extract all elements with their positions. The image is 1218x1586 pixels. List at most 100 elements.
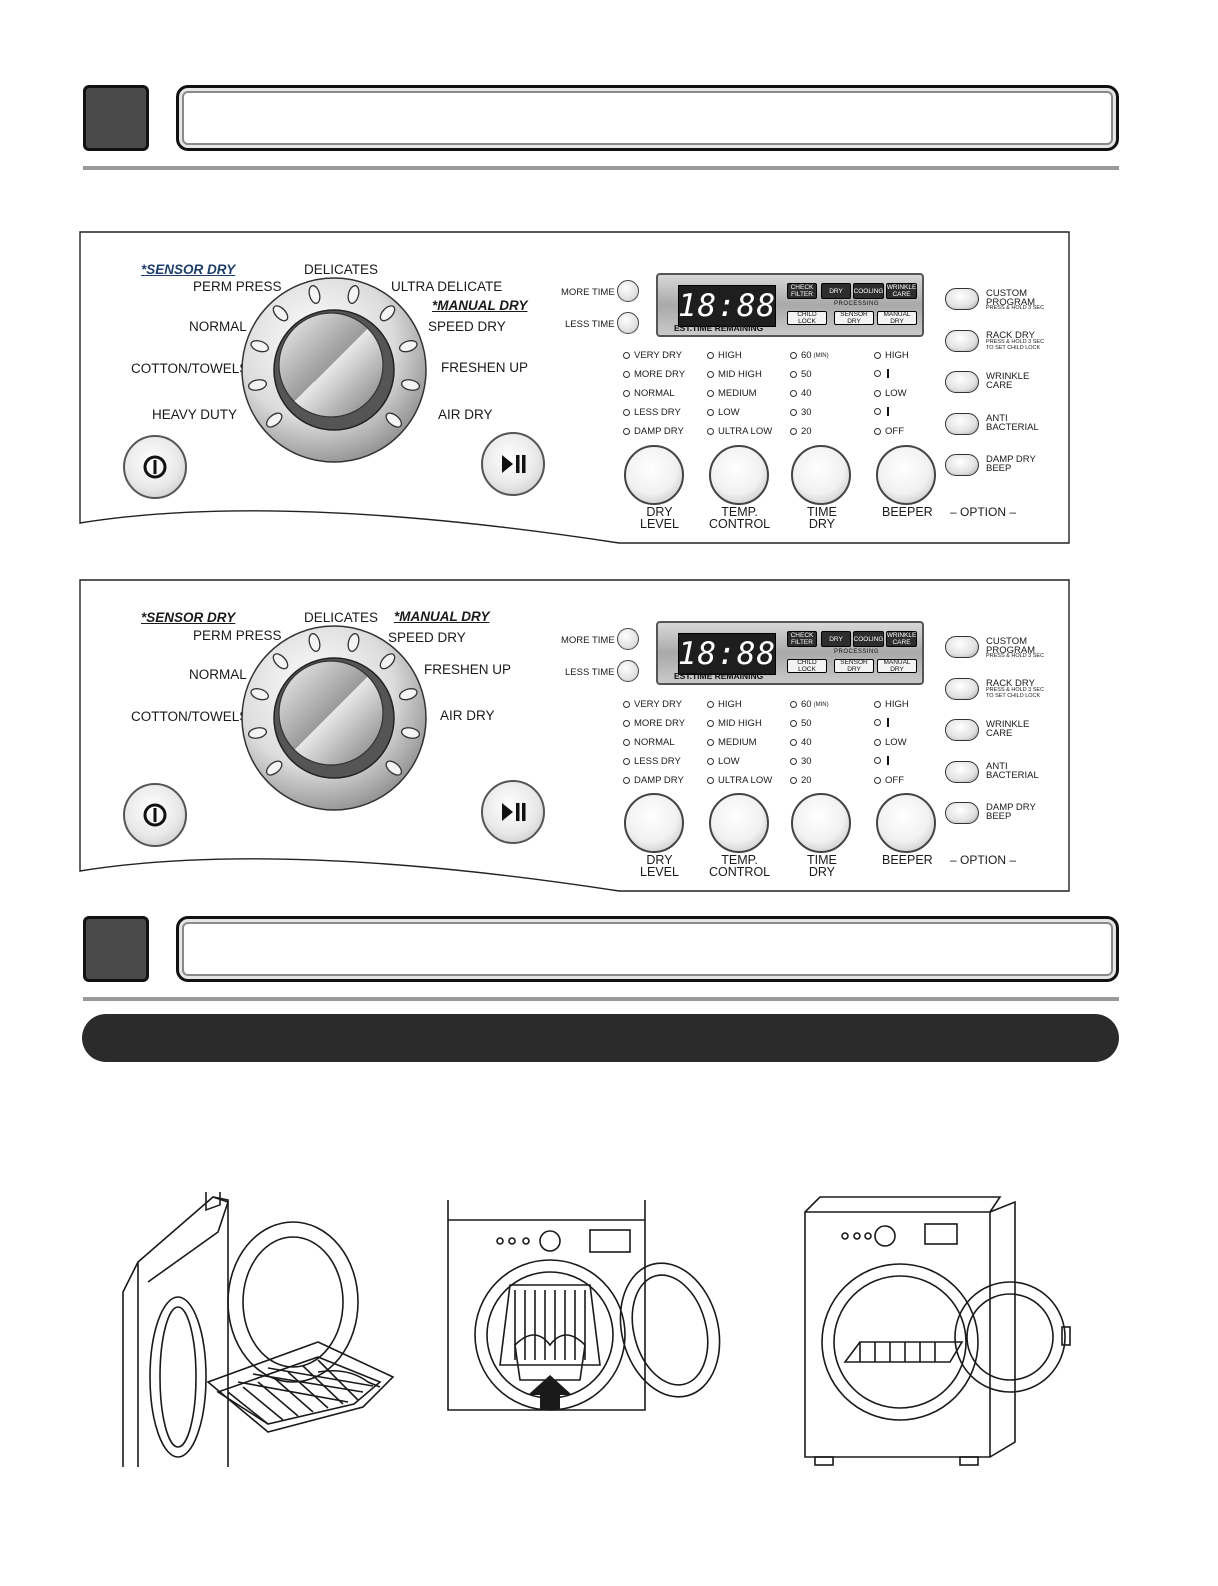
dry-level-indicator: VERY DRY xyxy=(623,350,682,361)
indicator-led xyxy=(707,390,714,397)
cycle-selector-dial[interactable] xyxy=(239,623,429,813)
option-button-2[interactable] xyxy=(945,371,979,393)
indicator-led xyxy=(790,390,797,397)
more-time-label: MORE TIME xyxy=(561,635,615,646)
option-label-1: RACK DRY xyxy=(986,330,1035,341)
dry-level-button[interactable] xyxy=(624,793,684,853)
processing-label: PROCESSING xyxy=(834,301,880,307)
dry-level-indicator: LESS DRY xyxy=(623,407,681,418)
indicator-led xyxy=(707,777,714,784)
time-dry-indicator: 60(MIN) xyxy=(790,350,829,361)
less-time-button[interactable] xyxy=(617,660,639,682)
beeper-button[interactable] xyxy=(876,793,936,853)
section-header-2 xyxy=(176,916,1119,982)
indicator-led xyxy=(790,352,797,359)
indicator-led xyxy=(623,371,630,378)
indicator-led xyxy=(874,719,881,726)
status-tag-2: COOLING xyxy=(853,283,884,299)
beeper-indicator: OFF xyxy=(874,426,904,437)
beeper-indicator: OFF xyxy=(874,775,904,786)
start-pause-button[interactable] xyxy=(481,780,545,844)
option-button-0[interactable] xyxy=(945,288,979,310)
time-dry-caption: TIME DRY xyxy=(807,505,837,531)
less-time-label: LESS TIME xyxy=(565,667,615,678)
indicator-led xyxy=(874,390,881,397)
indicator-label: NORMAL xyxy=(634,388,675,399)
beeper-button[interactable] xyxy=(876,445,936,505)
option-button-3[interactable] xyxy=(945,413,979,435)
option-button-4[interactable] xyxy=(945,454,979,476)
more-time-label: MORE TIME xyxy=(561,287,615,298)
cycle-label-delicates: DELICATES xyxy=(304,262,379,277)
dry-level-caption: DRY LEVEL xyxy=(640,505,679,531)
indicator-label: MID HIGH xyxy=(718,718,762,729)
option-button-1[interactable] xyxy=(945,330,979,352)
temp-button[interactable] xyxy=(709,445,769,505)
temp-indicator: ULTRA LOW xyxy=(707,426,772,437)
dryer-rack-insert-illustration xyxy=(122,1192,395,1467)
cycle-selector-dial[interactable] xyxy=(239,275,429,465)
beeper-level-mark xyxy=(887,756,889,765)
indicator-label: HIGH xyxy=(718,699,742,710)
indicator-led xyxy=(790,758,797,765)
indicator-led xyxy=(623,758,630,765)
option-button-3[interactable] xyxy=(945,761,979,783)
indicator-led xyxy=(623,701,630,708)
more-time-button[interactable] xyxy=(617,280,639,302)
processing-label: PROCESSING xyxy=(834,649,880,655)
option-label-4: DAMP DRY BEEP xyxy=(986,802,1036,822)
indicator-led xyxy=(623,352,630,359)
time-dry-indicator: 20 xyxy=(790,426,812,437)
manual-dry-heading: *MANUAL DRY xyxy=(394,609,490,624)
option-label-1: RACK DRY xyxy=(986,678,1035,689)
option-sublabel-0: PRESS & HOLD 3 SEC xyxy=(986,305,1045,311)
temp-button[interactable] xyxy=(709,793,769,853)
temp-indicator: MID HIGH xyxy=(707,718,762,729)
dry-level-indicator: DAMP DRY xyxy=(623,426,684,437)
time-dry-indicator: 40 xyxy=(790,737,812,748)
dry-level-indicator: MORE DRY xyxy=(623,369,685,380)
indicator-label: VERY DRY xyxy=(634,350,683,361)
indicator-led xyxy=(707,371,714,378)
option-button-1[interactable] xyxy=(945,678,979,700)
time-dry-button[interactable] xyxy=(791,793,851,853)
option-button-4[interactable] xyxy=(945,802,979,824)
indicator-led xyxy=(623,428,630,435)
indicator-label: ULTRA LOW xyxy=(718,426,773,437)
power-button[interactable] xyxy=(123,435,187,499)
beeper-indicator: LOW xyxy=(874,737,907,748)
indicator-label: DAMP DRY xyxy=(634,775,684,786)
beeper-level-mark xyxy=(887,718,889,727)
less-time-button[interactable] xyxy=(617,312,639,334)
power-icon xyxy=(143,803,167,827)
dry-level-button[interactable] xyxy=(624,445,684,505)
indicator-led xyxy=(874,701,881,708)
option-button-2[interactable] xyxy=(945,719,979,741)
time-dry-button[interactable] xyxy=(791,445,851,505)
section-marker-2 xyxy=(83,916,149,982)
indicator-led xyxy=(623,720,630,727)
time-dry-indicator: 20 xyxy=(790,775,812,786)
cycle-label-right-1: FRESHEN UP xyxy=(424,662,512,677)
power-button[interactable] xyxy=(123,783,187,847)
section-marker-1 xyxy=(83,85,149,151)
indicator-led xyxy=(623,739,630,746)
cycle-label-left-3: HEAVY DUTY xyxy=(152,407,238,422)
indicator-label: 40 xyxy=(801,388,812,399)
mode-tag-1: SENSOR DRY xyxy=(834,311,874,325)
indicator-led xyxy=(707,758,714,765)
est-time-label: EST.TIME REMAINING xyxy=(674,323,764,333)
indicator-label: VERY DRY xyxy=(634,699,683,710)
time-dry-caption: TIME DRY xyxy=(807,853,837,879)
indicator-label: 20 xyxy=(801,775,812,786)
more-time-button[interactable] xyxy=(617,628,639,650)
option-button-0[interactable] xyxy=(945,636,979,658)
indicator-led xyxy=(790,739,797,746)
indicator-led xyxy=(874,757,881,764)
dry-level-indicator: MORE DRY xyxy=(623,718,685,729)
cycle-label-right-0: SPEED DRY xyxy=(388,630,466,645)
start-pause-button[interactable] xyxy=(481,432,545,496)
temp-control-caption: TEMP. CONTROL xyxy=(709,505,771,531)
status-tag-0: CHECK FILTER xyxy=(787,283,817,299)
